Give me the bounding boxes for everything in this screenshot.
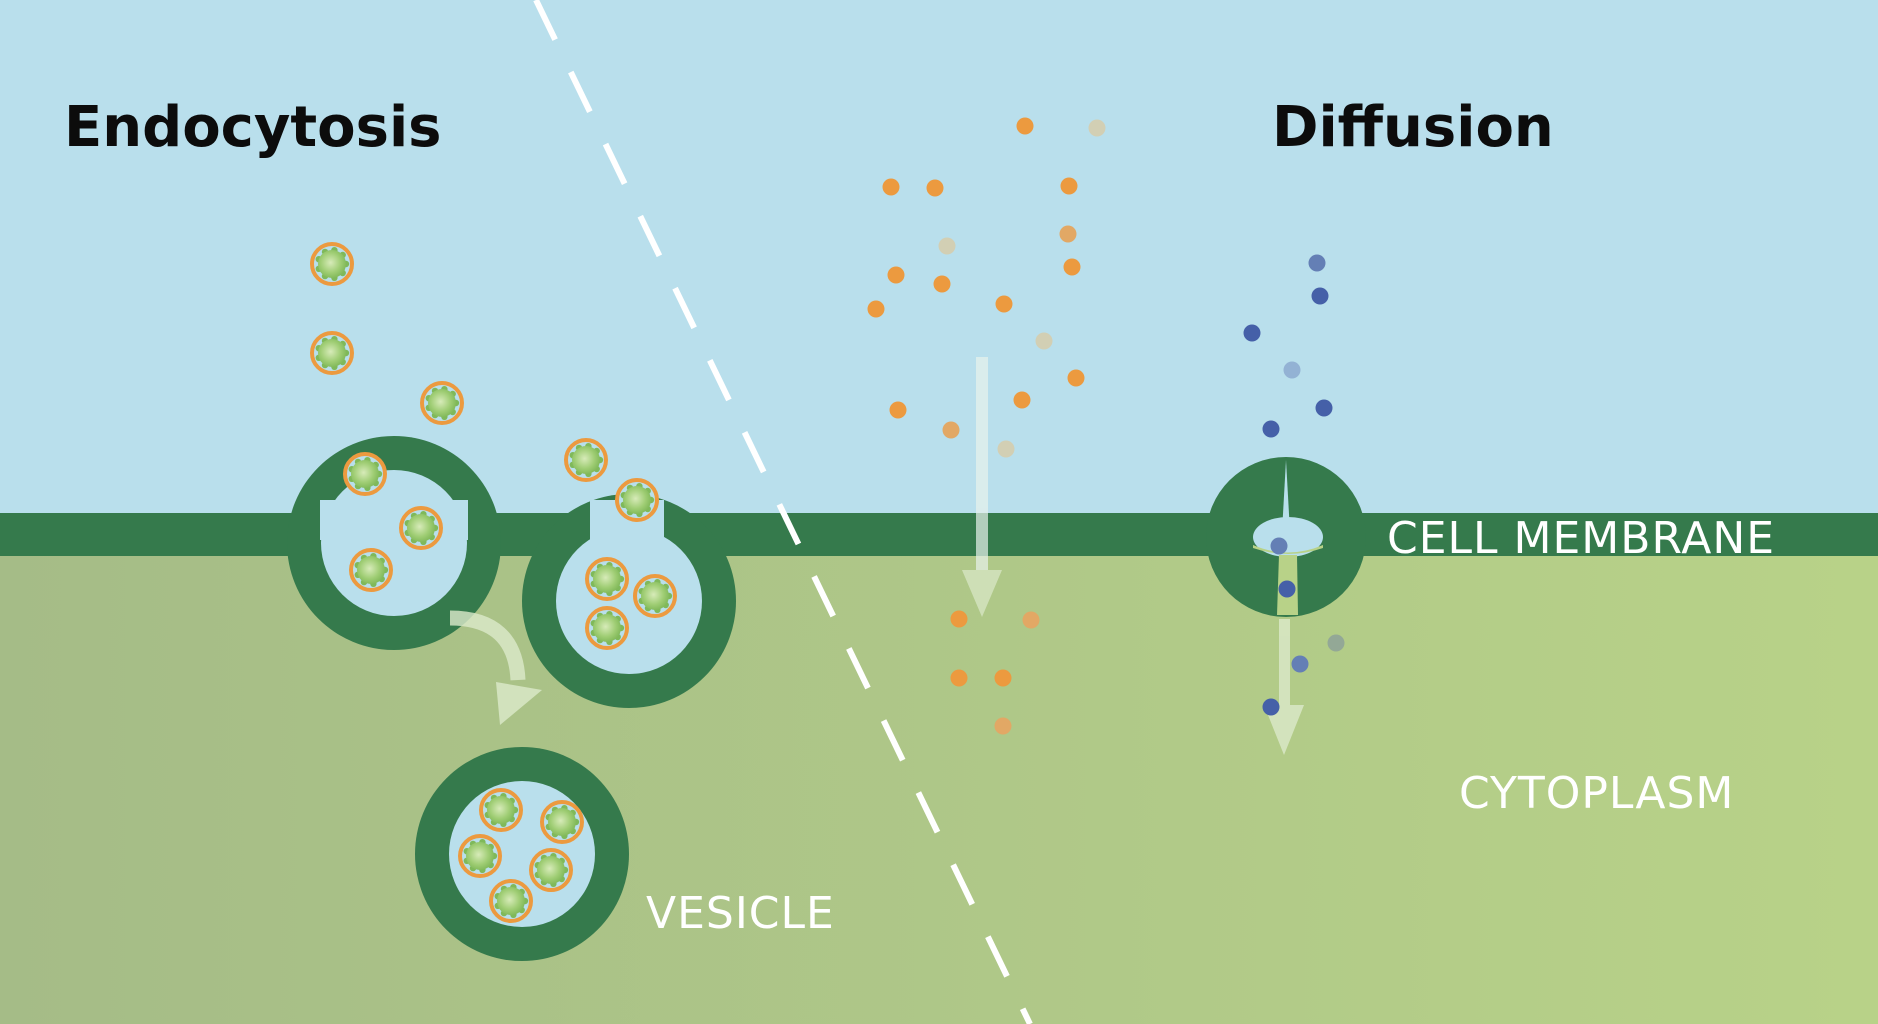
cargo-particle xyxy=(343,452,387,496)
solute-molecule xyxy=(933,275,951,293)
solute-molecule xyxy=(1067,369,1085,387)
solute-molecule xyxy=(1035,332,1053,350)
ion xyxy=(1243,324,1261,342)
cargo-particle xyxy=(564,438,608,482)
cargo-particle-in-pit xyxy=(349,548,393,592)
solute-molecule xyxy=(887,266,905,284)
vesicle xyxy=(415,747,629,961)
cargo-particle xyxy=(310,242,354,286)
solute-molecule xyxy=(926,179,944,197)
solute-molecule xyxy=(1063,258,1081,276)
solute-molecule xyxy=(994,669,1012,687)
solute-molecule xyxy=(995,295,1013,313)
cargo-particle xyxy=(310,331,354,375)
ion xyxy=(1262,420,1280,438)
channel-arrow-icon xyxy=(1264,619,1304,755)
solute-molecule xyxy=(938,237,956,255)
solute-molecule xyxy=(867,300,885,318)
ion xyxy=(1262,698,1280,716)
cargo-particle-in-pit xyxy=(585,606,629,650)
cargo-particle-in-vesicle xyxy=(489,879,533,923)
extracellular-space xyxy=(0,0,1878,530)
solute-molecule xyxy=(1022,611,1040,629)
ion xyxy=(1327,634,1345,652)
ions-layer xyxy=(1243,254,1345,716)
cargo-particle-in-vesicle xyxy=(529,848,573,892)
endocytosis-title: Endocytosis xyxy=(64,95,441,160)
solute-molecule xyxy=(1060,177,1078,195)
endocytic-pit-2 xyxy=(522,494,736,708)
solute-molecule xyxy=(1016,117,1034,135)
solute-molecule xyxy=(997,440,1015,458)
cargo-particle-in-vesicle xyxy=(458,834,502,878)
cargo-particle-in-vesicle xyxy=(479,788,523,832)
ion xyxy=(1311,287,1329,305)
particles-layer xyxy=(310,242,677,923)
cargo-particle-in-pit xyxy=(399,506,443,550)
cargo-particle-in-pit xyxy=(633,574,677,618)
cell-membrane-label: CELL MEMBRANE xyxy=(1387,513,1775,564)
cargo-particle xyxy=(420,381,464,425)
section-divider xyxy=(533,0,1033,1024)
cytoplasm-label: CYTOPLASM xyxy=(1459,768,1734,819)
solute-molecule xyxy=(882,178,900,196)
solute-molecule xyxy=(950,669,968,687)
ion xyxy=(1283,361,1301,379)
ion-channel xyxy=(1206,457,1366,617)
ion xyxy=(1291,655,1309,673)
vesicle-label: VESICLE xyxy=(646,888,835,939)
ion xyxy=(1308,254,1326,272)
ion xyxy=(1315,399,1333,417)
solute-molecule xyxy=(1059,225,1077,243)
solute-molecule xyxy=(1013,391,1031,409)
solute-molecule xyxy=(889,401,907,419)
solute-molecule xyxy=(1088,119,1106,137)
cargo-particle xyxy=(615,478,659,522)
solute-molecule xyxy=(942,421,960,439)
cargo-particle-in-vesicle xyxy=(540,800,584,844)
curved-arrow-icon xyxy=(449,610,542,725)
solute-molecule xyxy=(950,610,968,628)
diffusion-title: Diffusion xyxy=(1272,95,1554,160)
cargo-particle-in-pit xyxy=(585,557,629,601)
ion xyxy=(1270,537,1288,555)
diffusion-arrow-icon xyxy=(962,357,1002,617)
molecules-layer xyxy=(867,117,1106,735)
solute-molecule xyxy=(994,717,1012,735)
ion xyxy=(1278,580,1296,598)
